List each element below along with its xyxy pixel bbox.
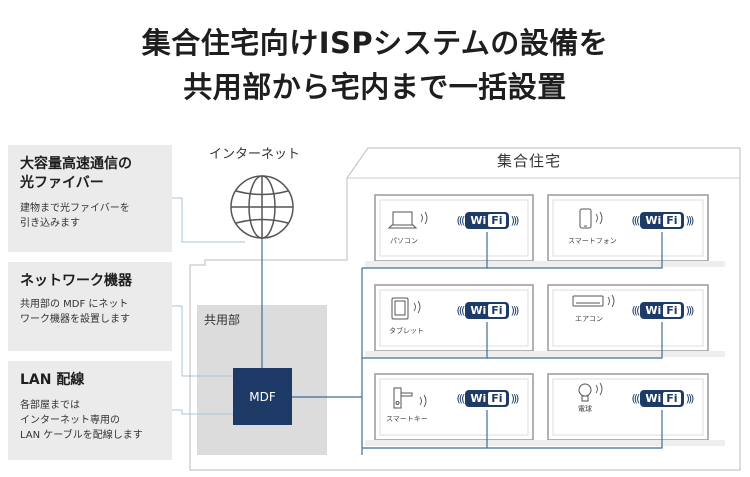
info-desc: 共用部の MDF にネット	[20, 299, 129, 310]
info-heading: 大容量高速通信の	[20, 156, 132, 172]
mdf-box: MDF	[233, 368, 292, 425]
info-heading: ネットワーク機器	[20, 273, 132, 289]
device-label-smartphone: スマートフォン	[568, 237, 617, 245]
wifi-wave-icon: )))	[510, 391, 520, 405]
wifi-fi-text: Fi	[488, 303, 506, 317]
wifi-wi-text: Wi	[645, 391, 662, 405]
wifi-wave-icon: (((	[631, 213, 641, 227]
info-heading: 光ファイバー	[20, 175, 104, 191]
signal-icons	[413, 211, 615, 408]
wifi-wave-icon: (((	[456, 391, 466, 405]
wifi-wave-icon: )))	[510, 213, 520, 227]
smart-lock-icon	[393, 387, 413, 409]
tablet-icon	[391, 297, 409, 320]
light-bulb-icon	[578, 383, 592, 402]
info-heading: LAN 配線	[20, 372, 85, 388]
info-box-network: ネットワーク機器 共用部の MDF にネット ワーク機器を設置します	[8, 262, 172, 351]
wifi-wave-icon: )))	[510, 303, 520, 317]
air-conditioner-icon	[572, 295, 604, 307]
info-box-fiber: 大容量高速通信の 光ファイバー 建物まで光ファイバーを 引き込みます	[8, 145, 172, 252]
wifi-fi-text: Fi	[663, 391, 681, 405]
wifi-wave-icon: )))	[685, 391, 695, 405]
device-label-smartkey: スマートキー	[386, 415, 428, 423]
wifi-wi-text: Wi	[470, 303, 487, 317]
info-desc: 各部屋までは	[20, 400, 80, 411]
device-label-bulb: 電球	[578, 405, 592, 413]
info-desc: LAN ケーブルを配線します	[20, 430, 143, 441]
wifi-fi-text: Fi	[488, 391, 506, 405]
wifi-wi-text: Wi	[645, 303, 662, 317]
globe-icon	[230, 175, 294, 239]
smartphone-icon	[579, 208, 592, 229]
shared-area-label: 共用部	[204, 313, 241, 327]
wifi-wave-icon: )))	[685, 303, 695, 317]
device-label-pc: パソコン	[390, 237, 418, 245]
wifi-wi-text: Wi	[470, 391, 487, 405]
device-label-tablet: タブレット	[389, 327, 424, 335]
info-desc: 引き込みます	[20, 218, 80, 229]
wifi-wi-text: Wi	[470, 213, 487, 227]
internet-label: インターネット	[209, 147, 301, 162]
device-label-aircon: エアコン	[575, 315, 603, 323]
page-title-line1: 集合住宅向けISPシステムの設備を	[141, 26, 609, 60]
wifi-fi-text: Fi	[663, 303, 681, 317]
leader-lines	[172, 197, 245, 415]
wifi-wave-icon: (((	[456, 303, 466, 317]
info-desc: ワーク機器を設置します	[20, 314, 130, 325]
wifi-wi-text: Wi	[645, 213, 662, 227]
info-box-lan: LAN 配線 各部屋までは インターネット専用の LAN ケーブルを配線します	[8, 361, 172, 460]
page-title-line2: 共用部から宅内まで一括設置	[183, 70, 567, 104]
wifi-wave-icon: (((	[631, 391, 641, 405]
info-desc: 建物まで光ファイバーを	[20, 203, 130, 214]
wifi-wave-icon: (((	[631, 303, 641, 317]
wifi-fi-text: Fi	[663, 213, 681, 227]
laptop-icon	[387, 211, 418, 229]
building-label: 集合住宅	[497, 152, 562, 170]
wifi-fi-text: Fi	[488, 213, 506, 227]
lan-wiring	[292, 232, 663, 455]
wifi-wave-icon: (((	[456, 213, 466, 227]
wifi-wave-icon: )))	[685, 213, 695, 227]
info-desc: インターネット専用の	[20, 415, 120, 426]
